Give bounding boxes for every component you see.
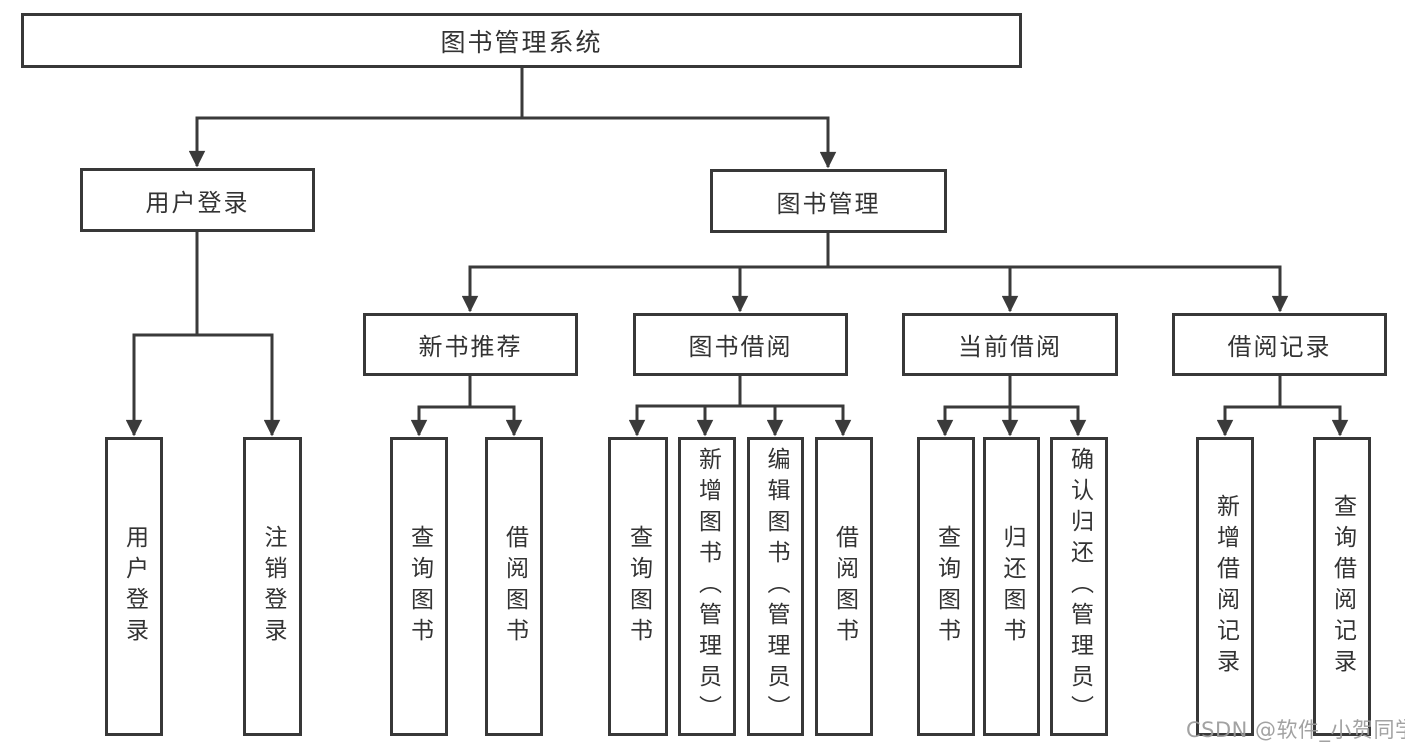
node-new-book-recommendation: 新书推荐 [363,313,578,376]
node-current-borrowing: 当前借阅 [902,313,1118,376]
node-current-borrowing-label: 当前借阅 [958,333,1062,361]
node-book-borrowing-label: 图书借阅 [688,333,793,361]
leaf-user-login-label: 用户登录 [121,524,148,649]
leaf-query-books-recommend-label: 查询图书 [406,524,433,649]
node-root-label: 图书管理系统 [440,27,603,57]
leaf-user-login: 用户登录 [105,437,163,736]
leaf-query-borrow-record: 查询借阅记录 [1313,437,1371,736]
leaf-edit-book-admin-label: 编辑图书（管理员） [763,447,789,726]
leaf-query-books-recommend: 查询图书 [390,437,448,736]
leaf-borrow-books-borrowing: 借阅图书 [815,437,873,736]
leaf-query-books-borrowing: 查询图书 [608,437,668,736]
watermark: CSDN @软件_小贺同学 [1186,718,1405,742]
node-borrowing-records-label: 借阅记录 [1227,333,1332,361]
leaf-return-book: 归还图书 [983,437,1040,736]
leaf-borrow-books-recommend-label: 借阅图书 [501,524,528,649]
leaf-add-book-admin-label: 新增图书（管理员） [694,447,721,726]
node-user-login-label: 用户登录 [145,188,250,217]
node-book-borrowing: 图书借阅 [633,313,848,376]
leaf-add-borrow-record: 新增借阅记录 [1196,437,1254,736]
node-root: 图书管理系统 [21,13,1022,68]
node-borrowing-records: 借阅记录 [1172,313,1387,376]
leaf-return-book-label: 归还图书 [999,524,1025,649]
node-book-management-label: 图书管理 [776,189,881,218]
leaf-confirm-return-admin: 确认归还（管理员） [1050,437,1108,736]
leaf-edit-book-admin: 编辑图书（管理员） [747,437,804,736]
leaf-logout-label: 注销登录 [260,524,286,649]
leaf-add-borrow-record-label: 新增借阅记录 [1212,493,1239,680]
leaf-query-books-current: 查询图书 [917,437,975,736]
leaf-query-borrow-record-label: 查询借阅记录 [1329,493,1356,680]
leaf-borrow-books-recommend: 借阅图书 [485,437,543,736]
leaf-confirm-return-admin-label: 确认归还（管理员） [1066,447,1093,726]
leaf-logout: 注销登录 [243,437,302,736]
node-new-book-recommendation-label: 新书推荐 [418,333,523,361]
node-book-management: 图书管理 [710,169,947,233]
leaf-borrow-books-borrowing-label: 借阅图书 [831,524,858,649]
node-user-login: 用户登录 [80,168,315,232]
leaf-add-book-admin: 新增图书（管理员） [678,437,736,736]
leaf-query-books-borrowing-label: 查询图书 [625,524,652,649]
leaf-query-books-current-label: 查询图书 [933,524,960,649]
